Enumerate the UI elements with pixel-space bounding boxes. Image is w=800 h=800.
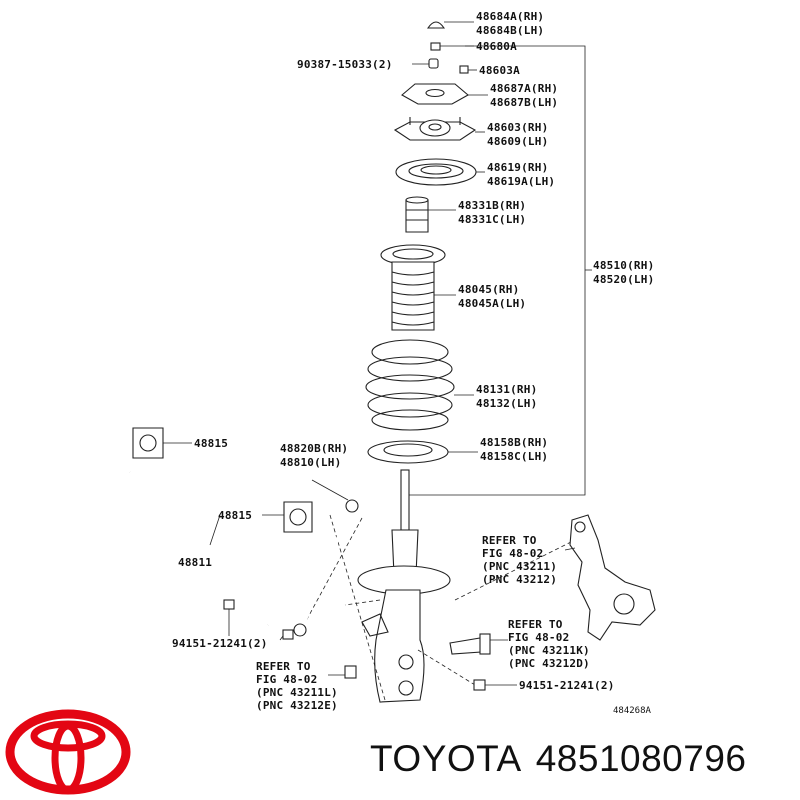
svg-text:48331C(LH): 48331C(LH) <box>458 213 526 226</box>
svg-text:FIG 48-02: FIG 48-02 <box>508 631 569 644</box>
assembly-bracket-line <box>408 45 586 496</box>
brand-caption: TOYOTA 4851080796 <box>370 738 761 780</box>
mount-nut-part <box>459 65 477 74</box>
svg-text:48131(RH): 48131(RH) <box>476 383 537 396</box>
knuckle-bolt-part <box>449 633 508 655</box>
knuckle-bolt-nut-part <box>328 665 357 679</box>
steering-knuckle-part <box>564 514 656 641</box>
svg-text:REFER TO: REFER TO <box>256 660 311 673</box>
svg-text:48045A(LH): 48045A(LH) <box>458 297 526 310</box>
coil-spring-part <box>365 339 474 431</box>
part-label-15: 48815 <box>218 509 252 522</box>
toyota-logo-icon <box>5 709 131 795</box>
svg-text:48619(RH): 48619(RH) <box>487 161 548 174</box>
svg-text:48820B(RH): 48820B(RH) <box>280 442 348 455</box>
bearing-part <box>395 158 485 186</box>
part-label-5: 48687A(RH) 48687B(LH) <box>490 82 558 109</box>
svg-text:48687A(RH): 48687A(RH) <box>490 82 558 95</box>
svg-text:REFER TO: REFER TO <box>508 618 563 631</box>
knuckle-nut-part <box>473 679 517 691</box>
part-label-4: 48603A <box>479 64 520 77</box>
part-label-14: 48158B(RH) 48158C(LH) <box>480 436 548 463</box>
svg-text:REFER TO: REFER TO <box>482 534 537 547</box>
bushing-part <box>412 58 439 69</box>
brand-name: TOYOTA <box>370 738 522 779</box>
part-label-21: 94151-21241(2) <box>519 679 615 692</box>
nut-part <box>430 42 474 51</box>
part-label-16: 48811 <box>178 556 212 569</box>
strut-mount-part <box>393 117 485 141</box>
svg-text:48045(RH): 48045(RH) <box>458 283 519 296</box>
svg-text:48687B(LH): 48687B(LH) <box>490 96 558 109</box>
shock-absorber-part <box>357 469 451 703</box>
svg-text:48510(RH): 48510(RH) <box>593 259 654 272</box>
part-label-12: 48815 <box>194 437 228 450</box>
mount-plate-part <box>401 83 488 105</box>
part-label-6: 48603(RH) 48609(LH) <box>487 121 548 148</box>
svg-text:(PNC 43211K): (PNC 43211K) <box>508 644 590 657</box>
part-label-10: 48045(RH) 48045A(LH) <box>458 283 526 310</box>
svg-text:48609(LH): 48609(LH) <box>487 135 548 148</box>
part-label-18: 94151-21241(2) <box>172 637 268 650</box>
svg-text:48132(LH): 48132(LH) <box>476 397 537 410</box>
svg-text:(PNC 43212): (PNC 43212) <box>482 573 557 586</box>
dust-cap-part <box>426 21 474 29</box>
part-label-9: 48510(RH) 48520(LH) <box>593 259 654 286</box>
svg-text:48810(LH): 48810(LH) <box>280 456 341 469</box>
svg-text:48684B(LH): 48684B(LH) <box>476 24 544 37</box>
part-number: 4851080796 <box>535 738 747 779</box>
dust-boot-part <box>380 244 456 331</box>
svg-text:48684A(RH): 48684A(RH) <box>476 10 544 23</box>
svg-text:FIG 48-02: FIG 48-02 <box>482 547 543 560</box>
part-label-1: 48684A(RH) 48684B(LH) <box>476 10 544 37</box>
svg-text:(PNC 43211L): (PNC 43211L) <box>256 686 338 699</box>
svg-text:48331B(RH): 48331B(RH) <box>458 199 526 212</box>
stabilizer-link-part <box>293 479 359 637</box>
part-label-17: REFER TO FIG 48-02 (PNC 43211) (PNC 4321… <box>482 534 557 586</box>
stabilizer-bushing-lower-part <box>262 501 313 533</box>
part-label-8: 48331B(RH) 48331C(LH) <box>458 199 526 226</box>
stabilizer-bar-part <box>128 468 298 629</box>
part-label-2: 48680A <box>476 40 517 53</box>
svg-text:(PNC 43212E): (PNC 43212E) <box>256 699 338 712</box>
svg-text:48520(LH): 48520(LH) <box>593 273 654 286</box>
spring-insulator-part <box>367 440 478 464</box>
svg-text:48158C(LH): 48158C(LH) <box>480 450 548 463</box>
part-label-13: 48820B(RH) 48810(LH) <box>280 442 348 469</box>
svg-text:FIG 48-02: FIG 48-02 <box>256 673 317 686</box>
part-label-3: 90387-15033(2) <box>297 58 393 71</box>
svg-text:(PNC 43212D): (PNC 43212D) <box>508 657 590 670</box>
bump-stopper-part <box>405 196 456 233</box>
stabilizer-bushing-upper-part <box>132 427 192 459</box>
link-nut-left-part <box>223 599 294 641</box>
figure-code: 484268A <box>613 706 652 716</box>
part-label-11: 48131(RH) 48132(LH) <box>476 383 537 410</box>
svg-text:48619A(LH): 48619A(LH) <box>487 175 555 188</box>
svg-text:(PNC 43211): (PNC 43211) <box>482 560 557 573</box>
part-label-7: 48619(RH) 48619A(LH) <box>487 161 555 188</box>
part-label-20: REFER TO FIG 48-02 (PNC 43211L) (PNC 432… <box>256 660 338 712</box>
part-label-19: REFER TO FIG 48-02 (PNC 43211K) (PNC 432… <box>508 618 590 670</box>
svg-text:48158B(RH): 48158B(RH) <box>480 436 548 449</box>
svg-text:48603(RH): 48603(RH) <box>487 121 548 134</box>
